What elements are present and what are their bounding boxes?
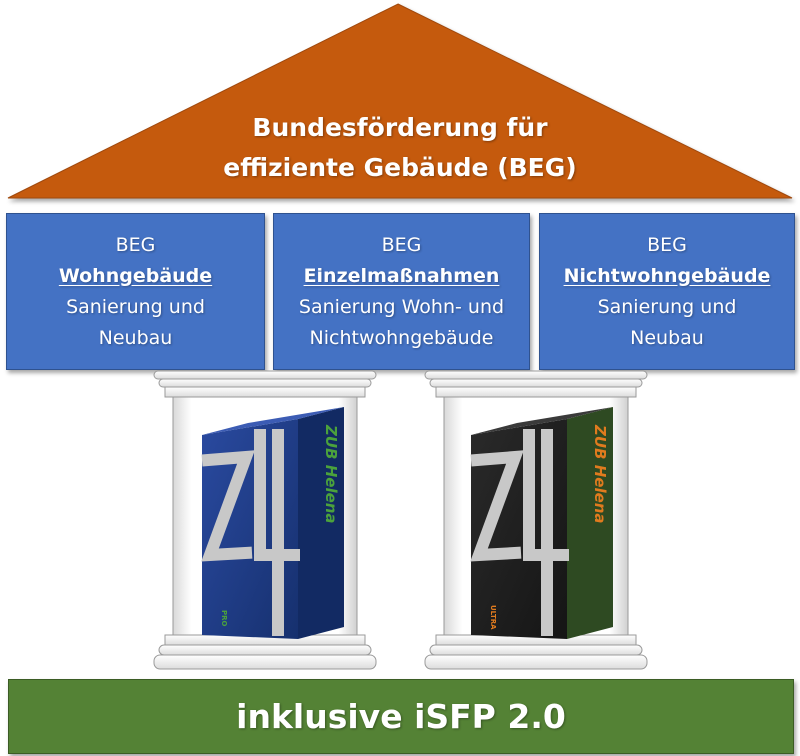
roof-title: Bundesförderung für effiziente Gebäude (… <box>150 108 650 188</box>
product-box-pro: ZUB Helena PRO <box>201 407 344 639</box>
product-brand: ZUB Helena <box>591 424 609 524</box>
program-line-2: Neubau <box>98 326 173 349</box>
program-line-2: Nichtwohngebäude <box>309 326 494 349</box>
product-box-ultra: ZUB Helena ULTRA <box>470 407 613 639</box>
product-edition: ULTRA <box>489 605 497 630</box>
program-line-1: Sanierung Wohn- und <box>298 295 505 318</box>
product-brand: ZUB Helena <box>322 424 340 524</box>
program-prefix: BEG <box>381 233 422 256</box>
program-box-wohngebaeude: BEG Wohngebäude Sanierung und Neubau <box>6 213 265 370</box>
foundation-base: inklusive iSFP 2.0 <box>8 679 794 754</box>
product-edition: PRO <box>220 610 228 627</box>
program-box-einzelmassnahmen: BEG Einzelmaßnahmen Sanierung Wohn- und … <box>273 213 530 370</box>
program-prefix: BEG <box>115 233 156 256</box>
roof-title-line-2: effiziente Gebäude (BEG) <box>223 153 577 182</box>
program-line-1: Sanierung und <box>597 295 737 318</box>
roof <box>7 3 793 199</box>
z4-logo-icon <box>470 429 569 636</box>
program-name: Nichtwohngebäude <box>563 264 771 287</box>
program-name: Wohngebäude <box>58 264 213 287</box>
program-line-1: Sanierung und <box>66 295 205 318</box>
base-label: inklusive iSFP 2.0 <box>236 697 566 736</box>
program-line-2: Neubau <box>630 326 704 349</box>
z4-logo-icon <box>201 429 300 636</box>
roof-title-line-1: Bundesförderung für <box>252 113 548 142</box>
program-name: Einzelmaßnahmen <box>303 264 500 287</box>
program-prefix: BEG <box>647 233 687 256</box>
program-box-nichtwohngebaeude: BEG Nichtwohngebäude Sanierung und Neuba… <box>539 213 795 370</box>
